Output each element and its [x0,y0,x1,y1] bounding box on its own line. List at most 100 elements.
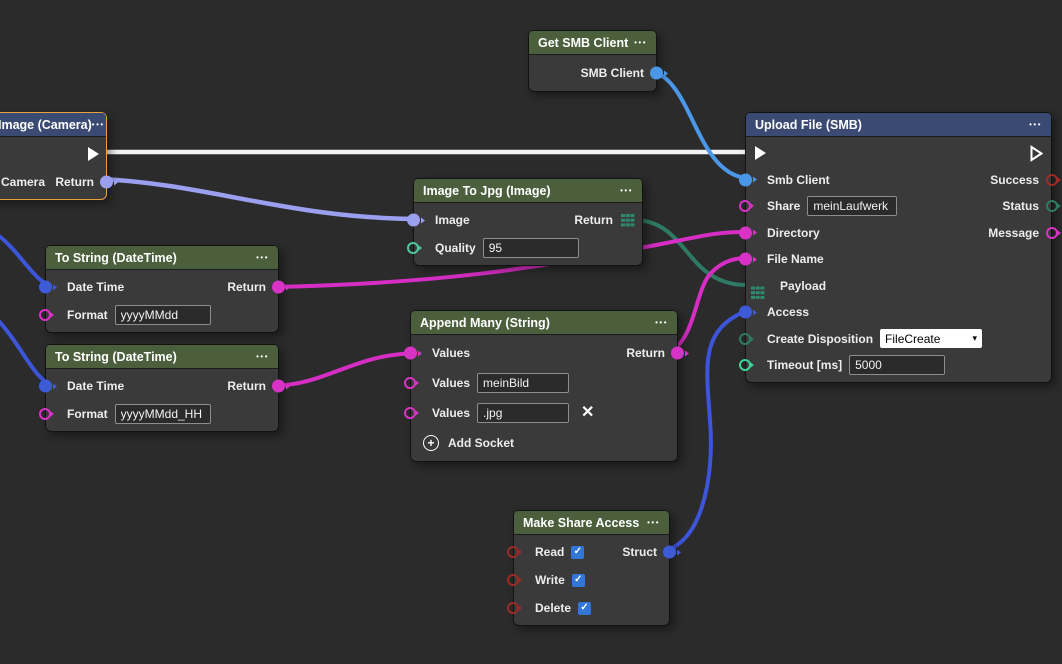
format-input[interactable] [114,305,211,325]
node-header[interactable]: Get SMB Client ••• [529,31,656,55]
input-pin-date-time[interactable] [39,280,52,294]
input-label-read: Read [535,545,565,559]
input-pin-format[interactable] [39,408,51,420]
input-label-access: Access [767,305,810,320]
input-pin-payload-grid[interactable] [751,286,764,299]
output-pin-struct[interactable] [663,545,676,559]
node-header[interactable]: To String (DateTime) ••• [46,345,278,369]
output-pin-return[interactable] [100,175,113,189]
output-label-return: Return [227,280,266,294]
node-menu-icon[interactable]: ••• [634,38,647,47]
node-title: To String (DateTime) [55,349,177,364]
input-label-values-2: Values [432,376,471,390]
node-menu-icon[interactable]: ••• [256,253,269,262]
input-label-image: Image [435,213,470,227]
exec-output-pin[interactable] [86,146,100,162]
input-pin-access[interactable] [739,305,752,319]
exec-output-pin[interactable] [1029,144,1044,162]
wire-appendreturn-to-filename[interactable] [662,256,748,355]
input-pin-image[interactable] [407,213,420,227]
input-pin-format[interactable] [39,309,51,321]
node-menu-icon[interactable]: ••• [647,518,660,527]
output-pin-message[interactable] [1046,226,1058,239]
input-pin-directory[interactable] [739,226,752,240]
output-pin-smb-client[interactable] [650,66,663,80]
output-pin-return[interactable] [272,280,285,294]
wire-jpgreturn-to-payload[interactable] [635,218,746,287]
node-menu-icon[interactable]: ••• [655,318,668,327]
node-make-share-access[interactable]: Make Share Access ••• Read ✓ Struct Writ… [507,510,676,626]
node-title: Upload File (SMB) [755,117,862,132]
input-pin-read[interactable] [507,546,519,558]
node-upload-file-smb[interactable]: Upload File (SMB) ••• Smb Client Success [739,112,1058,383]
node-to-string-1[interactable]: To String (DateTime) ••• Date Time Retur… [39,245,285,333]
node-menu-icon[interactable]: ••• [256,352,269,361]
input-label-date-time: Date Time [67,280,125,294]
output-label-return: Return [626,346,665,360]
remove-socket-icon[interactable]: ✕ [581,404,595,421]
format-input[interactable] [114,404,211,424]
wire-getsmb-to-smbclient[interactable] [646,69,748,180]
node-to-string-2[interactable]: To String (DateTime) ••• Date Time Retur… [39,344,285,432]
input-label-quality: Quality [435,241,476,255]
values-3-input[interactable] [477,403,570,423]
delete-checkbox[interactable]: ✓ [578,601,592,615]
input-pin-smb-client[interactable] [739,173,752,187]
node-menu-icon[interactable]: ••• [620,186,633,195]
output-pin-status[interactable] [1046,200,1058,213]
exec-input-pin[interactable] [753,145,767,161]
node-header[interactable]: To String (DateTime) ••• [46,246,278,270]
node-menu-icon[interactable]: ••• [1029,120,1042,129]
add-socket-button[interactable]: + Add Socket [411,428,677,458]
input-pin-write[interactable] [507,574,519,586]
output-label-message: Message [988,225,1039,240]
node-header[interactable]: Upload File (SMB) ••• [746,113,1051,137]
input-pin-file-name[interactable] [739,252,752,266]
input-label-timeout: Timeout [ms] [767,358,843,373]
output-label-success: Success [990,172,1039,187]
output-pin-return[interactable] [272,379,285,393]
read-checkbox[interactable]: ✓ [571,545,585,559]
node-get-smb-client[interactable]: Get SMB Client ••• SMB Client [528,30,663,92]
node-append-many[interactable]: Append Many (String) ••• Values Return V… [404,310,684,462]
node-image-camera[interactable]: Image (Camera) ••• Camera Return [0,112,113,200]
input-pin-date-time[interactable] [39,379,52,393]
input-pin-create-disposition[interactable] [739,332,751,345]
values-2-input[interactable] [477,373,570,393]
node-header[interactable]: Image To Jpg (Image) ••• [414,179,642,203]
input-pin-quality[interactable] [407,242,419,254]
wire-struct-to-access[interactable] [658,309,748,553]
output-label-struct: Struct [622,545,657,559]
write-checkbox[interactable]: ✓ [571,573,585,587]
dropdown-arrow-icon: ▾ [972,333,978,344]
node-header[interactable]: Make Share Access ••• [514,511,669,535]
input-label-delete: Delete [535,601,572,615]
node-title: To String (DateTime) [55,250,177,265]
output-pin-success[interactable] [1046,173,1058,186]
node-header[interactable]: Append Many (String) ••• [411,311,677,335]
input-pin-delete[interactable] [507,602,519,614]
input-pin-timeout[interactable] [739,359,751,372]
node-title: Make Share Access [523,515,640,530]
input-pin-values-3[interactable] [404,407,416,419]
node-title: Get SMB Client [538,35,629,50]
quality-input[interactable] [482,238,579,258]
node-image-to-jpg[interactable]: Image To Jpg (Image) ••• Image Return Qu… [407,178,643,266]
input-label-create-disposition: Create Disposition [767,331,874,346]
input-pin-values-2[interactable] [404,377,416,389]
input-label-file-name: File Name [767,252,824,267]
output-pin-return[interactable] [671,346,684,360]
input-label-smb-client: Smb Client [767,172,830,187]
node-menu-icon[interactable]: ••• [91,120,105,129]
input-pin-share[interactable] [739,200,751,213]
timeout-input[interactable] [849,355,946,376]
wire-tostring2-to-appendvalues[interactable] [266,351,424,388]
node-header[interactable]: Image (Camera) ••• [0,113,106,137]
wire-camerareturn-to-image[interactable] [97,176,425,222]
share-input[interactable] [807,196,898,217]
input-pin-values-1[interactable] [404,346,417,360]
input-label-camera: Camera [1,175,46,189]
create-disposition-select[interactable]: FileCreate ▾ [880,329,983,349]
output-pin-return-grid[interactable] [621,213,634,227]
